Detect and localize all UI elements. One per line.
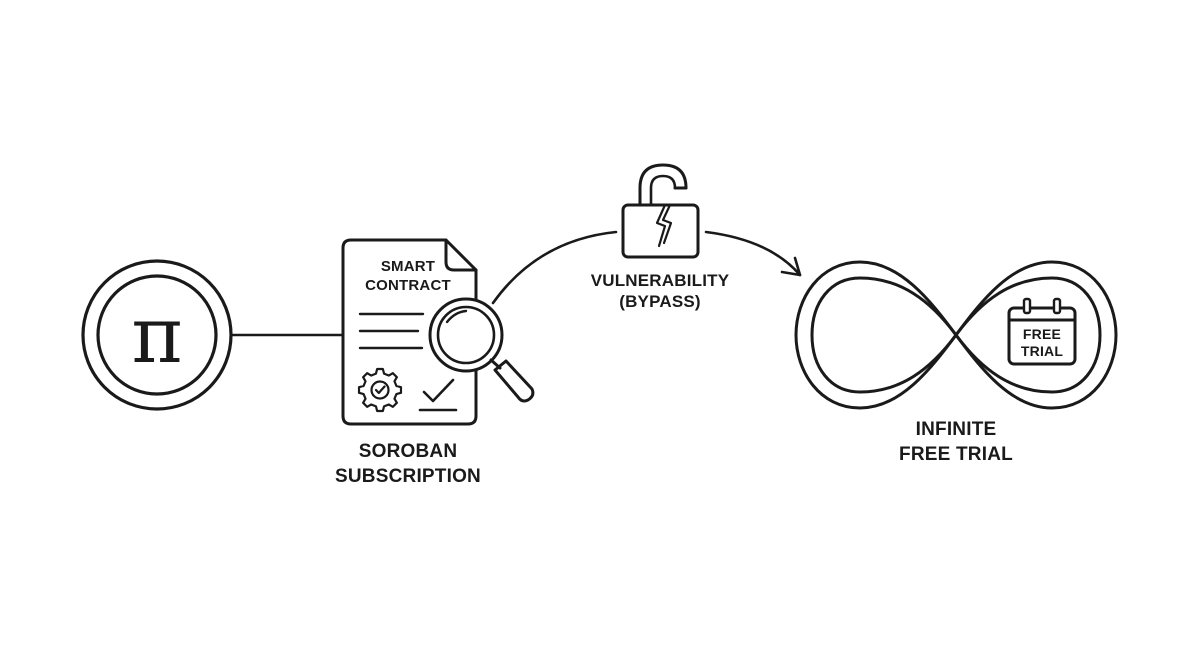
document-icon [341,238,478,426]
smart-contract-title-line-2: CONTRACT [365,276,451,294]
vulnerability-label-line-1: VULNERABILITY [590,271,730,290]
free-trial-badge-text: FREE TRIAL [1011,326,1073,359]
magnifying-glass-icon [428,297,535,403]
soroban-label-line-2: SUBSCRIPTION [335,465,481,487]
flow-arrow-segment-2 [704,230,802,277]
infinite-label-line-1: INFINITE [915,419,997,440]
soroban-subscription-label: SOROBAN SUBSCRIPTION [318,440,498,489]
vulnerability-label-line-2: (BYPASS) [619,291,701,311]
infinity-loop-icon [794,260,1118,410]
infinite-label-line-2: FREE TRIAL [899,443,1013,465]
smart-contract-title-line-1: SMART [380,258,436,275]
pi-symbol-icon: π [131,291,182,381]
checkmark-icon [418,378,458,412]
infinite-free-trial-label: INFINITE FREE TRIAL [866,418,1046,467]
gear-icon [357,367,403,413]
soroban-label-line-1: SOROBAN [358,441,458,462]
calendar-icon [1007,297,1077,366]
badge-line-2: TRIAL [1020,342,1064,359]
flow-arrow-segment-1 [491,230,618,305]
vulnerability-label: VULNERABILITY (BYPASS) [565,271,755,312]
badge-line-1: FREE [1022,326,1062,342]
broken-padlock-icon [621,163,700,259]
smart-contract-title: SMART CONTRACT [352,258,464,296]
arrow-head-icon [780,256,802,277]
pi-coin-icon [81,259,233,411]
